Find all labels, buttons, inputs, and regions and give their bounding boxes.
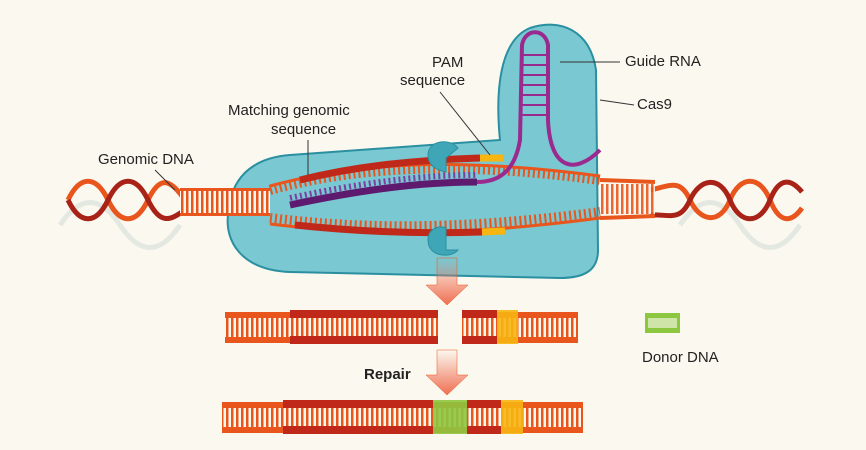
label-guide-rna: Guide RNA: [625, 53, 701, 70]
dna-top-strand: [268, 154, 601, 195]
cut-dna-right: [462, 310, 578, 344]
cut-arrow: [425, 257, 469, 306]
pam-bottom: [481, 227, 506, 236]
label-pam-line1: PAM: [432, 54, 464, 71]
cas9-cleft-bottom: [427, 226, 460, 256]
genomic-dna-ladder: [180, 178, 656, 220]
leader-lines: [154, 61, 635, 191]
donor-dna-fragment: [645, 313, 680, 333]
guide-rna: [289, 30, 602, 209]
repair-arrow: [425, 349, 469, 396]
label-repair: Repair: [364, 366, 411, 383]
cut-dna-left: [225, 310, 438, 344]
genomic-dna-helix-left: [65, 178, 184, 222]
label-cas9: Cas9: [637, 96, 673, 113]
label-donor-dna: Donor DNA: [642, 349, 719, 366]
cas9-cleft-top: [427, 141, 459, 173]
label-matching-line2: sequence: [271, 121, 337, 138]
label-matching-line1: Matching genomic: [228, 102, 350, 119]
label-pam-line2: sequence: [400, 72, 466, 89]
dna-shadow: [57, 200, 803, 250]
cas9-protein: [226, 23, 600, 280]
repaired-dna: [222, 400, 583, 434]
label-genomic-dna: Genomic DNA: [98, 151, 194, 168]
genomic-dna-helix-right: [649, 178, 805, 222]
matching-genomic-sequence: [299, 154, 481, 184]
dna-bottom-strand: [269, 207, 601, 237]
